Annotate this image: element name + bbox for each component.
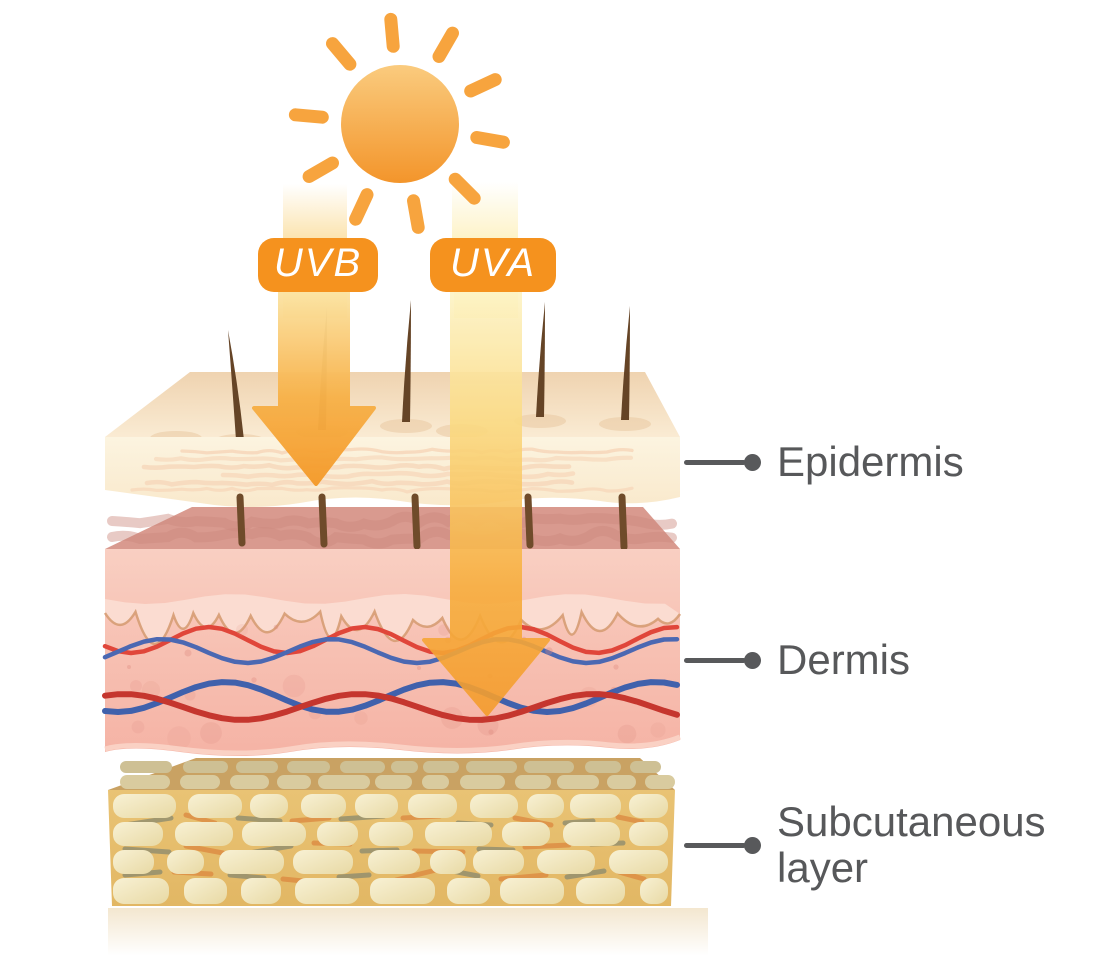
- dermis-surface-texture: [107, 511, 677, 549]
- subcutaneous-top-fat-cells: [120, 761, 675, 789]
- uvb-badge-label: UVB: [273, 240, 363, 285]
- epidermis-leader-dot: [744, 453, 761, 471]
- dermis-bottom-highlight: [104, 734, 681, 756]
- lower-blood-vessels: [102, 679, 680, 723]
- dermis-top-surface: [105, 507, 680, 549]
- uvb-badge: UVB: [258, 238, 378, 292]
- epidermis-layer: [105, 300, 680, 507]
- dermis-label: Dermis: [777, 636, 910, 683]
- subcutaneous-leader-dot: [744, 836, 761, 854]
- subcutaneous-label: Subcutaneous layer: [777, 798, 1046, 891]
- subcutaneous-leader-line: [684, 842, 746, 848]
- dermal-papillae: [103, 594, 682, 646]
- ground-shadow: [108, 908, 708, 956]
- dermis-layer: [102, 493, 682, 756]
- subcutaneous-layer: [108, 758, 708, 956]
- uva-badge-label: UVA: [449, 240, 537, 285]
- fat-cells: [113, 794, 668, 904]
- uva-arrow: [422, 290, 550, 716]
- uv-arrows: [252, 288, 550, 716]
- sun-icon: [288, 12, 510, 234]
- subcutaneous-callout: Subcutaneous layer: [684, 799, 1077, 891]
- uva-badge: UVA: [430, 238, 556, 292]
- uvb-arrow: [252, 288, 376, 486]
- dermis-hair-roots: [236, 493, 628, 551]
- dermis-leader-dot: [744, 651, 761, 669]
- upper-blood-vessels: [102, 624, 680, 666]
- dermis-leader-line: [684, 657, 746, 663]
- epidermis-callout: Epidermis: [684, 439, 964, 485]
- epidermis-leader-line: [684, 459, 746, 465]
- epidermis-label: Epidermis: [777, 438, 964, 485]
- dermis-callout: Dermis: [684, 637, 910, 683]
- sun-rays: [288, 12, 510, 234]
